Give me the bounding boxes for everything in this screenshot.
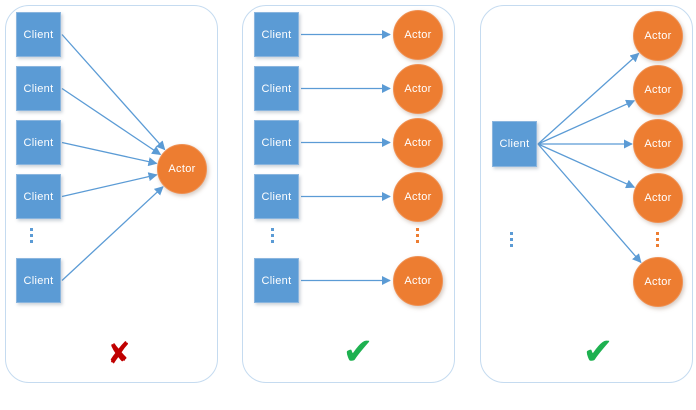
actor-label: Actor: [644, 276, 672, 288]
actor-label: Actor: [404, 191, 432, 203]
actor-label: Actor: [644, 30, 672, 42]
actors-ellipsis-icon: [656, 232, 659, 247]
client-node: Client: [254, 66, 299, 111]
actor-label: Actor: [404, 29, 432, 41]
client-label: Client: [23, 136, 54, 149]
actor-label: Actor: [404, 83, 432, 95]
client-node: Client: [492, 121, 537, 167]
arrow: [61, 141, 158, 167]
client-label: Client: [23, 190, 54, 203]
actor-node: Actor: [633, 257, 683, 307]
clients-ellipsis-icon: [271, 228, 274, 243]
arrow: [61, 34, 166, 151]
actor-label: Actor: [404, 275, 432, 287]
actor-node: Actor: [393, 118, 443, 168]
actor-label: Actor: [644, 192, 672, 204]
actor-node: Actor: [633, 119, 683, 169]
arrow: [537, 99, 636, 145]
client-node: Client: [16, 258, 61, 303]
client-label: Client: [261, 136, 292, 149]
actor-label: Actor: [644, 84, 672, 96]
arrow: [61, 87, 162, 156]
client-node: Client: [16, 174, 61, 219]
client-node: Client: [254, 12, 299, 57]
actor-node: Actor: [393, 64, 443, 114]
approved-check-icon: ✔: [582, 330, 614, 373]
arrow: [61, 172, 158, 198]
client-label: Client: [261, 82, 292, 95]
actor-node: Actor: [393, 172, 443, 222]
client-label: Client: [23, 82, 54, 95]
client-node: Client: [16, 12, 61, 57]
actor-node: Actor: [393, 10, 443, 60]
client-node: Client: [16, 120, 61, 165]
arrow: [537, 52, 640, 145]
actor-node: Actor: [157, 144, 207, 194]
actor-label: Actor: [168, 163, 196, 175]
arrow: [537, 143, 642, 264]
client-label: Client: [261, 274, 292, 287]
panel-many-clients-one-actor: Client Client Client Client Client Actor…: [5, 5, 218, 383]
actors-ellipsis-icon: [416, 228, 419, 243]
actor-node: Actor: [633, 11, 683, 61]
actor-node: Actor: [633, 65, 683, 115]
client-node: Client: [254, 120, 299, 165]
client-label: Client: [261, 28, 292, 41]
panel-one-client-many-actors: Client Actor Actor Actor Actor Actor ✔: [480, 5, 693, 383]
arrow: [537, 143, 636, 189]
client-label: Client: [23, 28, 54, 41]
clients-ellipsis-icon: [510, 232, 513, 247]
actor-node: Actor: [633, 173, 683, 223]
client-node: Client: [254, 174, 299, 219]
client-label: Client: [499, 138, 530, 150]
clients-ellipsis-icon: [30, 228, 33, 243]
rejected-cross-icon: ✘: [105, 335, 133, 371]
actor-label: Actor: [404, 137, 432, 149]
client-node: Client: [254, 258, 299, 303]
arrow: [61, 186, 164, 281]
client-label: Client: [261, 190, 292, 203]
panel-one-client-one-actor: Client Client Client Client Client Actor…: [242, 5, 455, 383]
client-node: Client: [16, 66, 61, 111]
actor-node: Actor: [393, 256, 443, 306]
approved-check-icon: ✔: [342, 330, 374, 373]
actor-label: Actor: [644, 138, 672, 150]
client-label: Client: [23, 274, 54, 287]
